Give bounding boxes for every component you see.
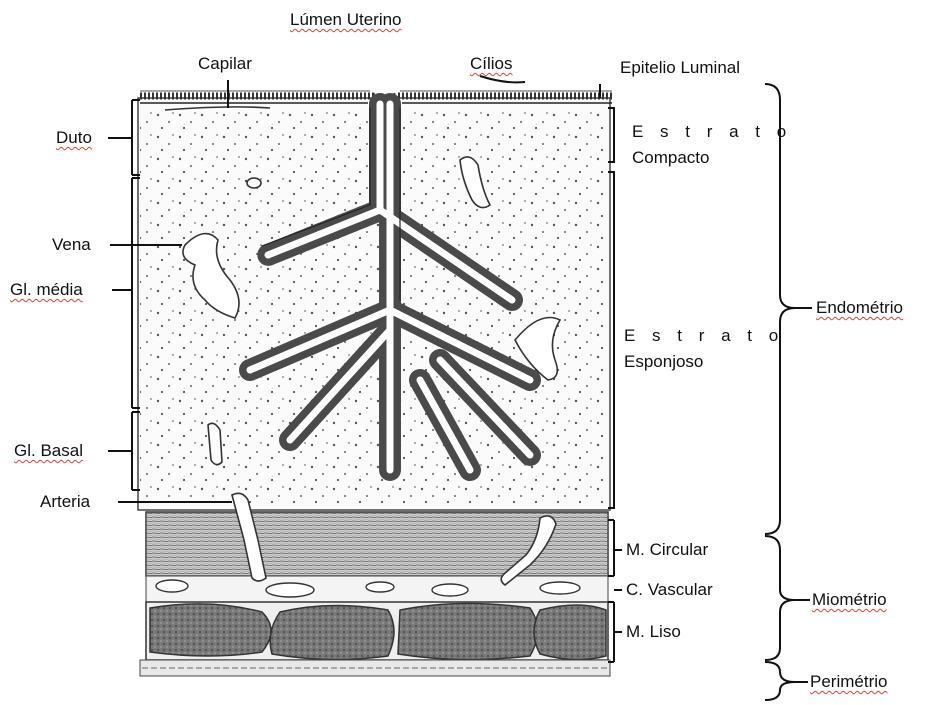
diagram-title: Lúmen Uterino <box>290 10 402 30</box>
label-gl-media: Gl. média <box>10 280 83 300</box>
label-estrato-compacto-1: E s t r a t o <box>632 122 792 142</box>
label-epitelio-luminal: Epitelio Luminal <box>620 58 740 78</box>
label-vena: Vena <box>52 235 91 255</box>
label-compacto: Compacto <box>632 148 709 168</box>
label-estrato-esponjoso-1: E s t r a t o <box>624 326 784 346</box>
vascular-layer <box>146 576 608 602</box>
label-capilar: Capilar <box>198 54 252 74</box>
label-perimetrio: Perimétrio <box>810 672 887 692</box>
label-arteria: Arteria <box>40 492 90 512</box>
label-m-circular: M. Circular <box>626 540 708 560</box>
label-esponjoso: Esponjoso <box>624 352 703 372</box>
label-m-liso: M. Liso <box>626 622 681 642</box>
label-gl-basal: Gl. Basal <box>14 441 83 461</box>
label-c-vascular: C. Vascular <box>626 580 713 600</box>
label-duto: Duto <box>56 128 92 148</box>
label-endometrio: Endométrio <box>816 298 903 318</box>
smooth-muscle-layer <box>146 602 608 660</box>
layer-braces <box>765 84 812 700</box>
label-cilios: Cílios <box>470 54 513 74</box>
label-miometrio: Miométrio <box>812 590 887 610</box>
perimetrium-layer <box>140 660 610 676</box>
